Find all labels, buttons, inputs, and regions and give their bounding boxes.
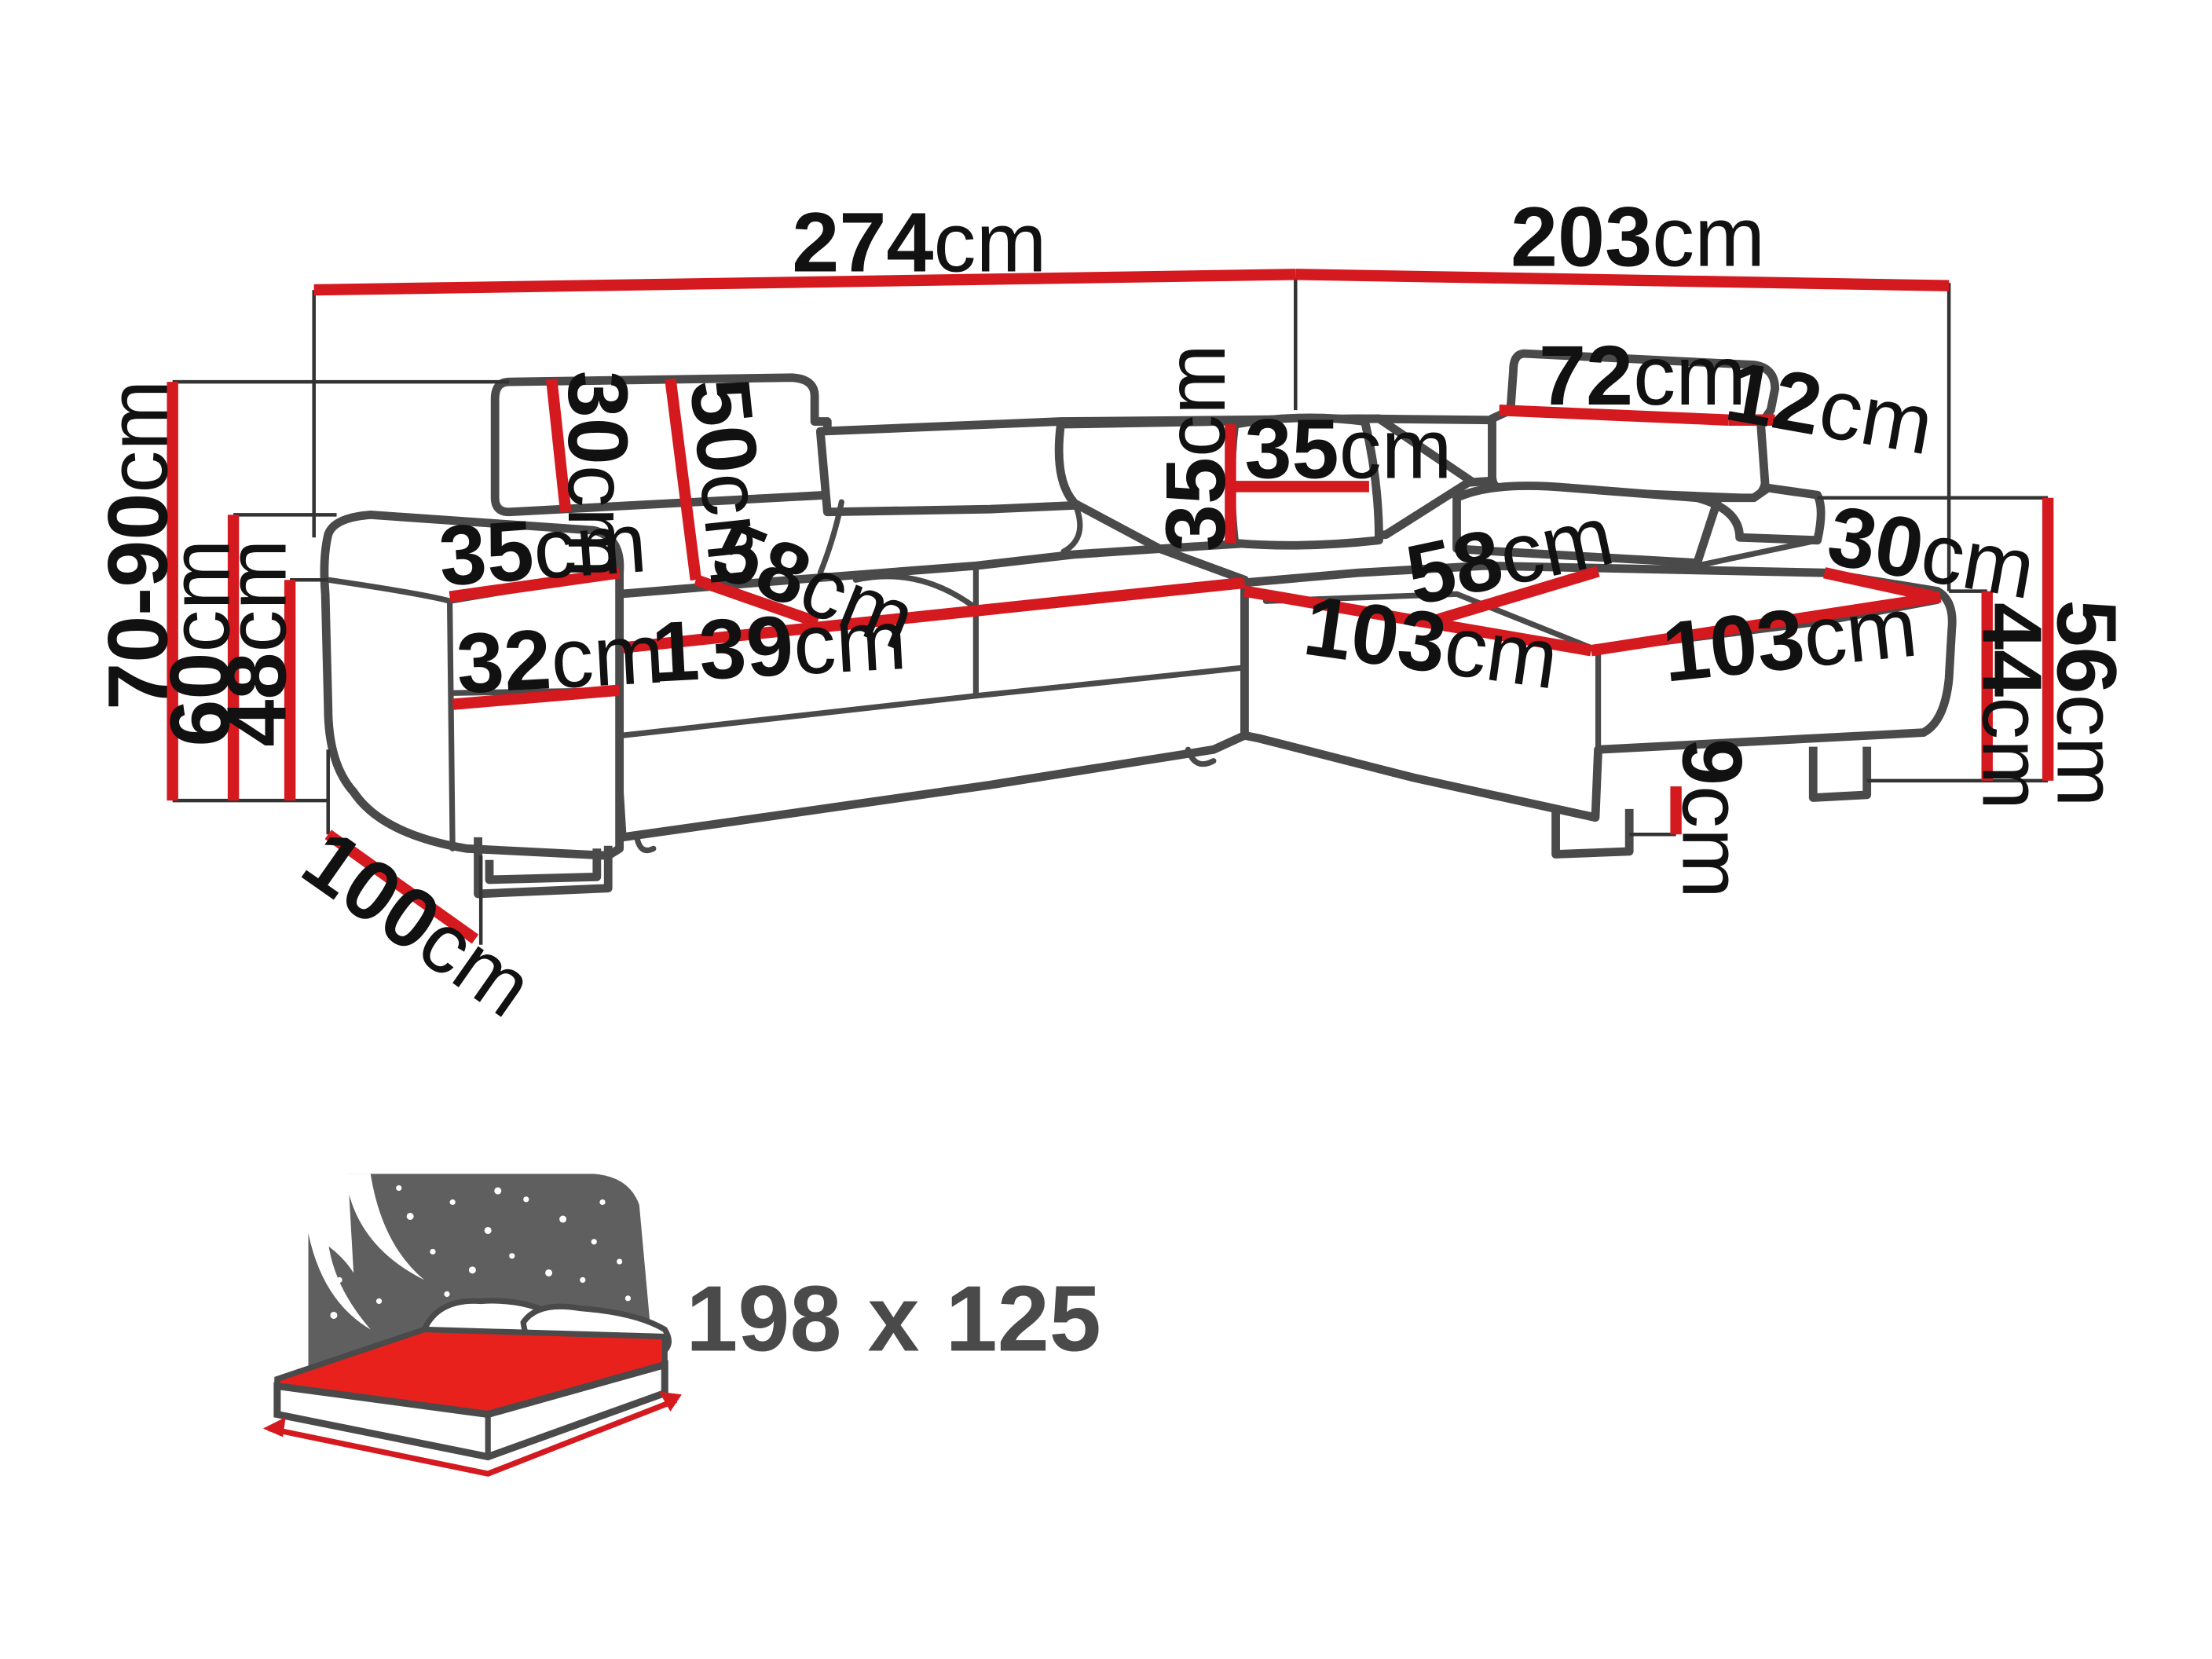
label-seat-depth-right: 58cm	[1398, 487, 1621, 623]
star-field	[330, 1185, 632, 1319]
label-armrest-width: 35cm	[436, 494, 650, 603]
measure-overall-width	[313, 269, 1296, 296]
dimension-labels: 274cm 203cm 70-90cm 60cm 48cm 30cm 50cm …	[90, 189, 2134, 1035]
label-chaise-width-2: 103cm	[1658, 578, 1921, 699]
leg	[485, 848, 602, 884]
measure-headrest-width	[1499, 404, 1729, 426]
label-headrest-thickness: 12cm	[1719, 342, 1940, 472]
bed-size-label: 198 x 125	[686, 1266, 1101, 1371]
label-overall-depth: 203cm	[1511, 189, 1765, 284]
label-arm-inner-height: 48cm	[209, 540, 304, 747]
label-arm-height: 60cm	[152, 540, 247, 747]
measure-seat-depth-left	[694, 574, 820, 628]
measure-backrest-depth	[665, 378, 701, 581]
label-leg-height: 9cm	[1665, 738, 1760, 899]
left-headrest	[490, 373, 832, 517]
measure-headrest-height	[546, 378, 572, 513]
label-back-height: 70-90cm	[90, 380, 185, 710]
label-chaise-back: 30cm	[1822, 487, 2042, 617]
label-cushion-size: 35cm	[1244, 401, 1452, 496]
label-cushion-height: 35cm	[1148, 344, 1243, 551]
measure-chaise-width-1	[1243, 585, 1592, 657]
leg	[474, 837, 613, 899]
sofa-drawing	[320, 349, 1957, 899]
label-overall-width: 274cm	[792, 195, 1046, 290]
sleeping-function-icon	[262, 1174, 682, 1477]
measure-chaise-width-2	[1590, 591, 1942, 657]
leg	[1808, 746, 1872, 802]
measure-seat-depth-right	[1426, 566, 1600, 628]
right-back-bolster	[1452, 482, 1826, 568]
label-seat-height: 44cm	[1965, 602, 2060, 810]
measure-chaise-back	[1823, 567, 1936, 602]
label-backrest-depth: 50cm	[672, 374, 789, 590]
left-arm	[320, 510, 624, 860]
label-arm-front: 32cm	[454, 606, 666, 712]
measure-seat-width-left	[621, 577, 1246, 654]
label-chaise-height: 56cm	[2040, 599, 2135, 807]
measurement-lines	[167, 269, 2054, 944]
label-chaise-width-1: 103cm	[1298, 577, 1564, 707]
measure-armrest-width	[449, 567, 621, 602]
measure-arm-front	[452, 684, 621, 710]
measure-sofa-depth	[324, 830, 479, 944]
measure-overall-depth	[1295, 269, 1950, 291]
label-headrest-width: 72cm	[1539, 328, 1746, 423]
label-headrest-height: 30cm	[551, 371, 646, 578]
extension-lines	[172, 276, 2049, 945]
leg	[1551, 806, 1634, 859]
label-seat-width-left: 139cm	[650, 591, 909, 700]
